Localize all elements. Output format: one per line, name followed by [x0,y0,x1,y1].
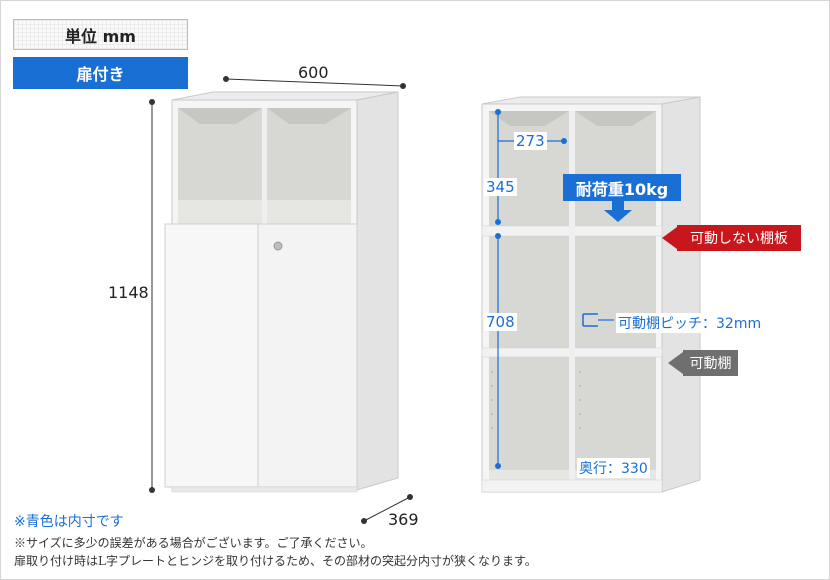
right-cabinet [481,96,701,493]
upper-height-label: 345 [484,178,517,196]
height-label: 1148 [108,283,149,302]
left-dimensions [149,76,413,524]
left-cabinet [164,91,399,493]
inner-size-note: ※青色は内寸です [14,514,124,530]
width-label: 600 [298,63,329,82]
lower-height-label: 708 [484,313,517,331]
load-arrow [604,201,632,222]
right-dimensions [495,109,614,469]
depth-label: 369 [388,510,419,529]
lock-icon [273,241,283,251]
inner-width-label: 273 [514,132,547,150]
fixed-shelf-tag: 可動しない棚板 [677,225,801,251]
inner-depth-label: 奥行：330 [577,458,650,478]
shelf-pitch-label: 可動棚ピッチ：32mm [616,313,764,333]
movable-shelf-pointer [668,352,683,374]
door-note: 扉取り付け時はL字プレートとヒンジを取り付けるため、その部材の突起分内寸が狭くな… [14,554,537,568]
tolerance-note: ※サイズに多少の誤差がある場合がございます。ご了承ください。 [14,536,373,550]
movable-shelf-tag: 可動棚 [683,350,738,376]
load-capacity-label: 耐荷重10kg [563,174,681,201]
unit-label: 単位 mm [13,19,188,50]
type-label: 扉付き [13,57,188,89]
fixed-shelf-pointer [662,227,677,249]
